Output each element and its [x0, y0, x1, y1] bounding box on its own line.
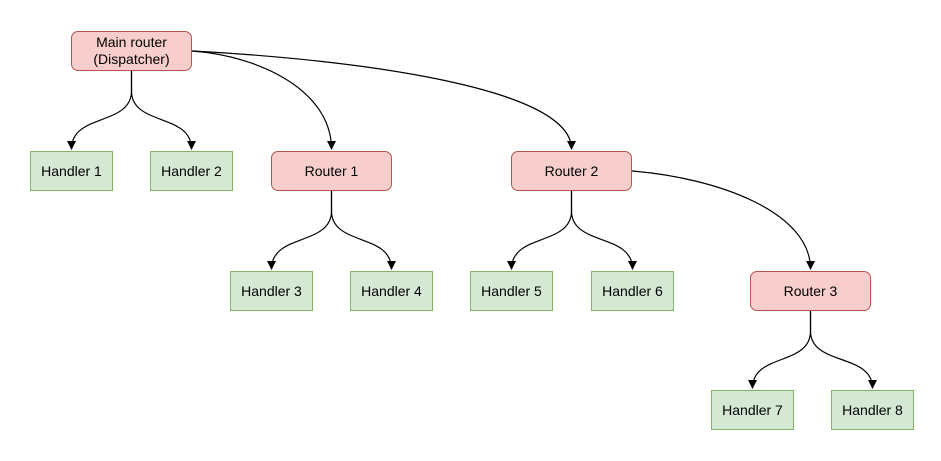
- node-handler-2[interactable]: Handler 2: [150, 151, 233, 191]
- node-main-router[interactable]: Main router (Dispatcher): [71, 31, 192, 71]
- edge-main-router-to-router-2: [191, 50, 576, 150]
- node-handler-7[interactable]: Handler 7: [711, 390, 794, 430]
- node-router-1[interactable]: Router 1: [271, 151, 392, 191]
- node-handler-1[interactable]: Handler 1: [30, 151, 113, 191]
- node-router-3[interactable]: Router 3: [750, 271, 871, 311]
- edge-router-1-to-handler-4: [330, 191, 396, 270]
- node-handler-6[interactable]: Handler 6: [591, 271, 674, 311]
- node-handler-3[interactable]: Handler 3: [230, 271, 313, 311]
- node-router-2[interactable]: Router 2: [511, 151, 632, 191]
- edge-router-1-to-handler-3: [267, 191, 333, 270]
- node-handler-8[interactable]: Handler 8: [831, 390, 914, 430]
- edge-router-2-to-handler-6: [570, 191, 637, 270]
- node-handler-5[interactable]: Handler 5: [470, 271, 553, 311]
- edge-router-2-to-handler-5: [507, 191, 573, 270]
- edge-main-router-to-router-1: [191, 50, 336, 150]
- edge-router-3-to-handler-8: [809, 311, 877, 389]
- edge-main-router-to-handler-2: [130, 71, 196, 150]
- edge-router-3-to-handler-7: [748, 311, 812, 389]
- edge-main-router-to-handler-1: [67, 71, 133, 150]
- node-handler-4[interactable]: Handler 4: [350, 271, 433, 311]
- edge-router-2-to-router-3: [631, 170, 815, 270]
